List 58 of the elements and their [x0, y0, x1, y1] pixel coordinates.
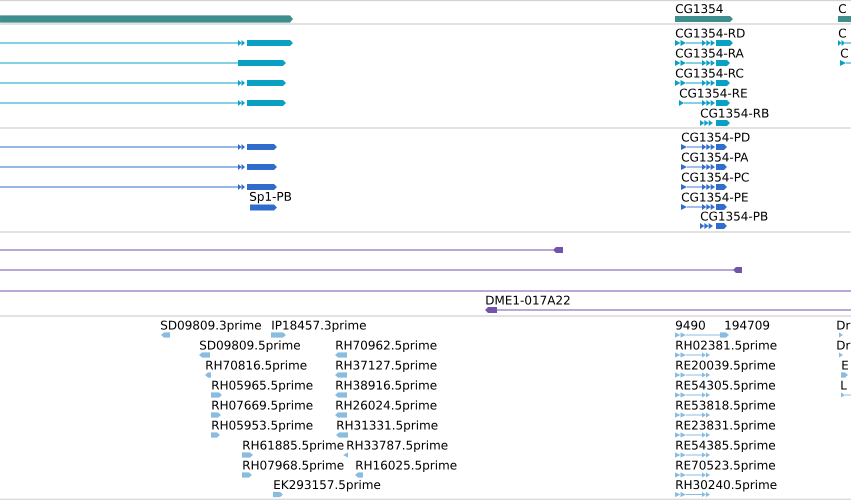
feature-label: RH05953.5prime: [212, 420, 312, 432]
transcript-model: [0, 60, 286, 66]
feature-label: Dr: [837, 340, 850, 350]
feature-label: CG1354-RB: [700, 108, 768, 118]
feature-label: C: [838, 4, 846, 14]
feature-label: CG1354-PB: [700, 212, 768, 221]
feature-label: RE70523.5prime: [676, 460, 776, 472]
feature-label: CG1354-PA: [682, 152, 748, 162]
feature-label: CG1354-RE: [680, 88, 747, 98]
feature-label: CG1354-RA: [676, 48, 744, 58]
transcript-model: [0, 164, 277, 170]
feature-label: RH07669.5prime: [212, 400, 312, 412]
feature-label: CG1354: [676, 4, 723, 14]
feature-label: RH38916.5prime: [336, 380, 436, 392]
transcript-model: [0, 80, 286, 86]
feature-label: RH07968.5prime: [243, 460, 344, 472]
feature-label: CG1354-PC: [682, 172, 749, 182]
clone-line: [0, 290, 851, 292]
feature-label: RH05965.5prime: [212, 380, 312, 392]
feature-label: C: [838, 28, 846, 38]
feature-label: RE53818.5prime: [676, 400, 776, 412]
feature-label: C: [840, 48, 848, 58]
feature-label: Dr: [837, 320, 850, 330]
feature-label: CG1354-PE: [682, 192, 748, 202]
feature-label: 9490: [676, 320, 705, 330]
clone-line: [0, 267, 742, 273]
feature-label: IP18457.3prime: [272, 320, 366, 332]
feature-label: RE54385.5prime: [676, 440, 776, 452]
transcript-model: [0, 184, 277, 190]
feature-label: Sp1-PB: [250, 192, 292, 204]
feature-label: RH16025.5prime: [356, 460, 456, 472]
feature-label: RE20039.5prime: [676, 360, 776, 372]
feature-label: E: [842, 360, 848, 370]
feature-label: CG1354-PD: [682, 132, 750, 142]
gene-bar: [0, 15, 293, 23]
feature-label: RH61885.5prime: [243, 440, 344, 452]
feature-label: RH70962.5prime: [336, 340, 436, 352]
feature-label: SD09809.5prime: [200, 340, 300, 352]
feature-label: CG1354-RC: [676, 68, 744, 78]
feature-label: RH02381.5prime: [676, 340, 776, 352]
feature-label: RH26024.5prime: [336, 400, 436, 412]
feature-label: SD09809.3prime: [161, 320, 261, 332]
feature-label: RE23831.5prime: [676, 420, 776, 432]
transcript-model: [0, 40, 293, 46]
feature-label: CG1354-RD: [676, 28, 745, 38]
transcript-model: [0, 100, 286, 106]
feature-label: EK293157.5prime: [274, 480, 380, 492]
feature-label: L: [841, 380, 847, 390]
feature-label: RH37127.5prime: [336, 360, 436, 372]
clone-line: [0, 247, 563, 253]
feature-label: RH31331.5prime: [337, 420, 438, 432]
feature-label: RH70816.5prime: [206, 360, 306, 372]
feature-label: RH30240.5prime: [676, 480, 776, 492]
feature-label: 194709: [726, 320, 770, 330]
feature-label: DME1-017A22: [486, 296, 570, 305]
transcript-model: [0, 144, 277, 150]
feature-label: RE54305.5prime: [676, 380, 776, 392]
feature-label: RH33787.5prime: [347, 440, 448, 452]
